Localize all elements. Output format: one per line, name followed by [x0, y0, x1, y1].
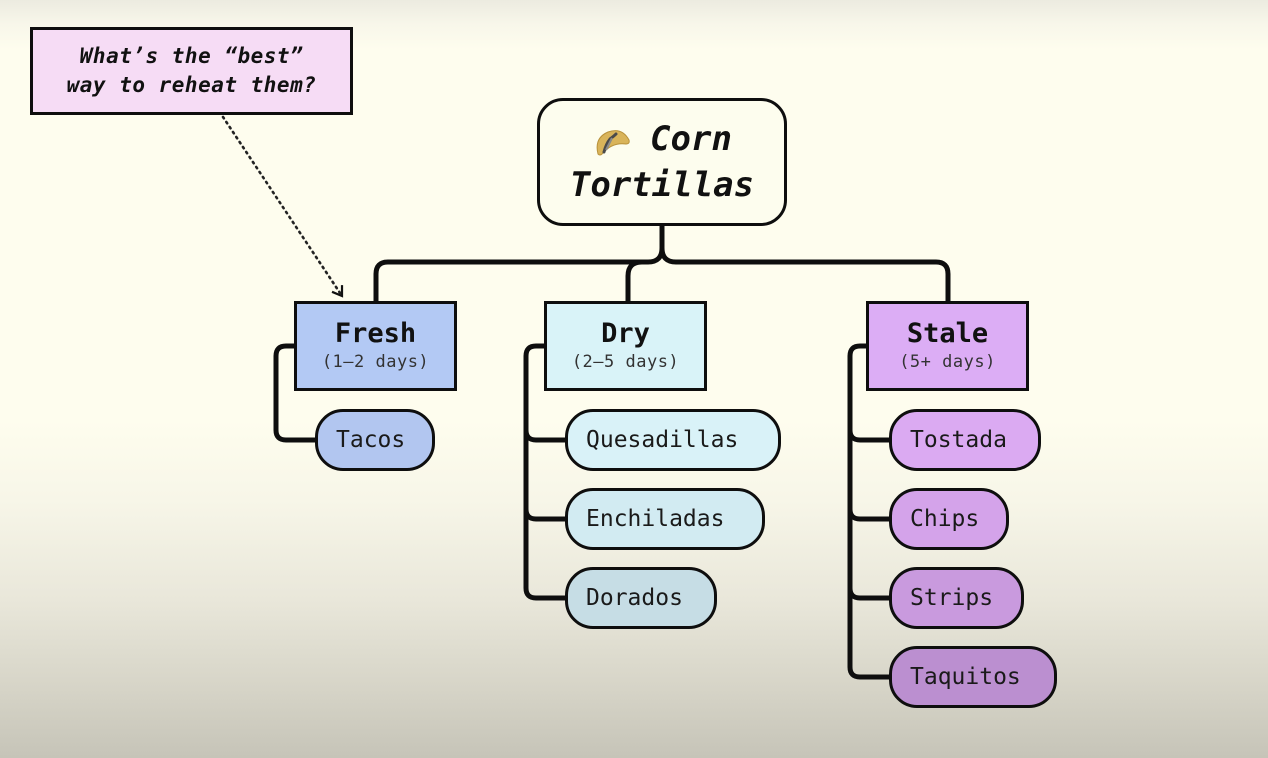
leaf-label: Dorados [586, 585, 683, 611]
taco-icon [592, 124, 632, 156]
leaf-taquitos: Taquitos [889, 646, 1057, 708]
leaf-label: Tostada [910, 427, 1007, 453]
category-fresh: Fresh (1–2 days) [294, 301, 457, 391]
category-subtitle: (1–2 days) [321, 352, 430, 372]
category-title: Dry [601, 318, 650, 349]
root-title-line-1: Corn [650, 119, 732, 159]
leaf-label: Chips [910, 506, 980, 532]
category-title: Stale [906, 318, 989, 349]
callout-question: What’s the “best” way to reheat them? [30, 27, 353, 115]
leaf-chips: Chips [889, 488, 1009, 550]
leaf-strips: Strips [889, 567, 1024, 629]
category-dry: Dry (2–5 days) [544, 301, 707, 391]
leaf-label: Strips [910, 585, 994, 611]
leaf-dorados: Dorados [565, 567, 717, 629]
fresh-to-items-connector [273, 343, 315, 443]
leaf-enchiladas: Enchiladas [565, 488, 765, 550]
callout-arrow [221, 115, 344, 298]
leaf-tostada: Tostada [889, 409, 1041, 471]
category-title: Fresh [334, 318, 417, 349]
root-node: Corn Tortillas [537, 98, 787, 226]
leaf-label: Quesadillas [586, 427, 739, 453]
dry-to-items-connector [523, 343, 565, 601]
category-subtitle: (2–5 days) [571, 352, 680, 372]
leaf-quesadillas: Quesadillas [565, 409, 781, 471]
leaf-tacos: Tacos [315, 409, 435, 471]
root-to-categories-connector [373, 223, 951, 304]
leaf-label: Taquitos [910, 664, 1021, 690]
root-title-line-2: Tortillas [569, 165, 755, 205]
category-stale: Stale (5+ days) [866, 301, 1029, 391]
callout-line-2: way to reheat them? [66, 73, 317, 97]
stale-to-items-connector [847, 343, 889, 680]
category-subtitle: (5+ days) [899, 352, 996, 372]
leaf-label: Tacos [336, 427, 406, 453]
leaf-label: Enchiladas [586, 506, 725, 532]
callout-line-1: What’s the “best” [79, 44, 304, 68]
